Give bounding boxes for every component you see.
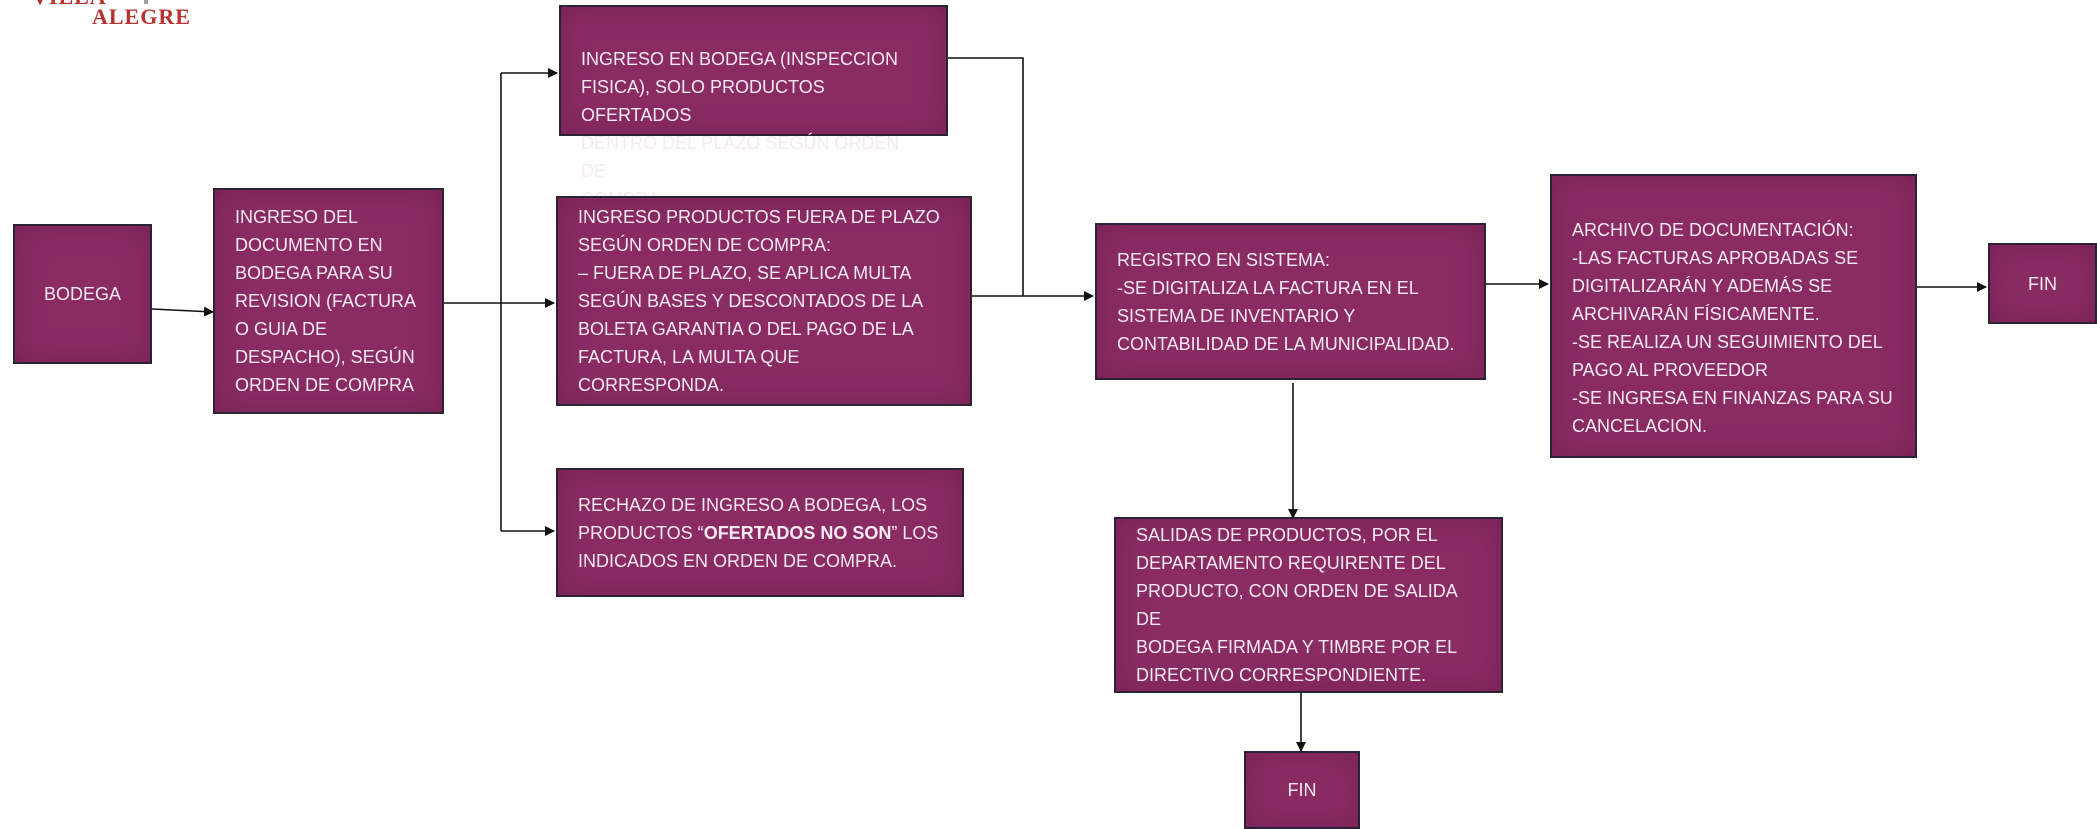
- node-registro-sistema-text: REGISTRO EN SISTEMA: -SE DIGITALIZA LA F…: [1117, 249, 1455, 354]
- node-ingreso-bodega: INGRESO EN BODEGA (INSPECCION FISICA), S…: [559, 5, 948, 209]
- node-ingreso-documento-text: INGRESO DEL DOCUMENTO EN BODEGA PARA SU …: [235, 207, 417, 395]
- node-bodega-label: BODEGA: [43, 284, 122, 304]
- node-archivo-documentacion: ARCHIVO DE DOCUMENTACIÓN: -LAS FACTURAS …: [1550, 174, 1917, 458]
- logo-text-line1: VILLA: [32, 0, 107, 8]
- logo-bar: [144, 0, 148, 4]
- node-bodega: BODEGA: [13, 224, 152, 364]
- node-rechazo-text: RECHAZO DE INGRESO A BODEGA, LOS PRODUCT…: [578, 491, 938, 575]
- node-fin-right-label: FIN: [2028, 273, 2057, 294]
- node-salidas-productos: SALIDAS DE PRODUCTOS, POR EL DEPARTAMENT…: [1114, 517, 1503, 693]
- node-fuera-plazo-text: INGRESO PRODUCTOS FUERA DE PLAZO SEGÚN O…: [578, 207, 940, 395]
- node-fin-right: FIN: [1988, 243, 2097, 324]
- connector-ingreso-bodega-to-registro: [948, 57, 1024, 296]
- node-fin-bottom: FIN: [1244, 751, 1360, 829]
- node-ingreso-documento: INGRESO DEL DOCUMENTO EN BODEGA PARA SU …: [213, 188, 444, 414]
- node-rechazo-text-part2: ” LOS INDICADOS EN ORDEN DE COMPRA.: [578, 522, 939, 571]
- node-registro-sistema: REGISTRO EN SISTEMA: -SE DIGITALIZA LA F…: [1095, 223, 1486, 380]
- arrow-bodega-to-ingreso: [151, 306, 214, 317]
- node-salidas-productos-text: SALIDAS DE PRODUCTOS, POR EL DEPARTAMENT…: [1136, 525, 1458, 685]
- node-rechazo-text-part1: RECHAZO DE INGRESO A BODEGA, LOS PRODUCT…: [578, 494, 928, 543]
- node-fin-bottom-label: FIN: [1287, 780, 1317, 800]
- logo-text-line2: ALEGRE: [92, 4, 191, 29]
- node-rechazo: RECHAZO DE INGRESO A BODEGA, LOS PRODUCT…: [556, 468, 964, 597]
- node-rechazo-text-bold: OFERTADOS NO SON: [703, 522, 892, 543]
- node-fuera-plazo: INGRESO PRODUCTOS FUERA DE PLAZO SEGÚN O…: [556, 196, 972, 406]
- municipality-logo: VILLA ALEGRE: [18, 0, 218, 32]
- node-archivo-documentacion-text: ARCHIVO DE DOCUMENTACIÓN: -LAS FACTURAS …: [1572, 220, 1893, 436]
